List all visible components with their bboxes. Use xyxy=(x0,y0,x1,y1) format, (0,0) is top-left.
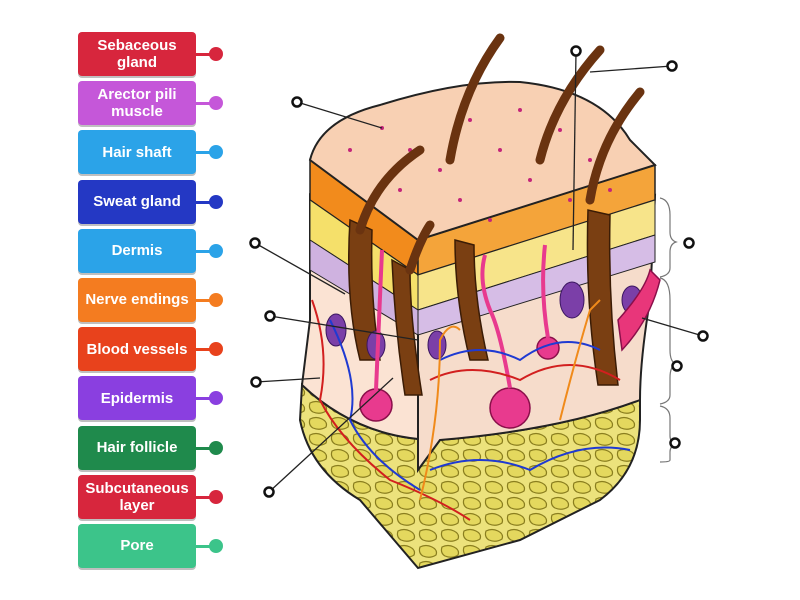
label-hair-follicle[interactable]: Hair follicle xyxy=(78,425,196,470)
label-hair-shaft[interactable]: Hair shaft xyxy=(78,130,196,175)
leader-lines xyxy=(254,51,704,493)
label-row: Dermis xyxy=(78,228,228,273)
hair-shafts xyxy=(355,33,645,275)
label-row: Arector pili muscle xyxy=(78,81,228,126)
label-dermis[interactable]: Dermis xyxy=(78,228,196,273)
label-pin[interactable] xyxy=(209,194,223,209)
drop-target-3[interactable] xyxy=(291,96,303,108)
label-connector xyxy=(196,348,216,352)
blood-vessels xyxy=(311,299,631,521)
label-connector xyxy=(196,446,216,450)
label-pin[interactable] xyxy=(209,342,223,357)
label-pin[interactable] xyxy=(209,96,223,111)
drop-target-6[interactable] xyxy=(264,310,276,322)
label-connector xyxy=(196,249,216,253)
layer-brackets xyxy=(659,197,678,463)
label-row: Hair shaft xyxy=(78,130,228,175)
label-row: Subcutaneous layer xyxy=(78,474,228,519)
label-sweat-gland[interactable]: Sweat gland xyxy=(78,179,196,224)
label-connector xyxy=(196,495,216,499)
label-connector xyxy=(196,544,216,548)
label-pin[interactable] xyxy=(209,47,223,61)
sweat-ducts xyxy=(374,244,550,391)
label-pin[interactable] xyxy=(209,440,223,455)
label-pore[interactable]: Pore xyxy=(78,523,196,568)
drop-target-8[interactable] xyxy=(671,360,683,372)
label-pin[interactable] xyxy=(209,145,223,160)
drop-target-7[interactable] xyxy=(697,330,709,342)
label-pin[interactable] xyxy=(209,292,223,307)
drop-target-5[interactable] xyxy=(683,237,695,249)
label-subcutaneous-layer[interactable]: Subcutaneous layer xyxy=(78,474,196,519)
label-pin[interactable] xyxy=(209,489,223,504)
label-pin[interactable] xyxy=(209,391,223,406)
skin-surface xyxy=(308,80,657,242)
label-row: Hair follicle xyxy=(78,425,228,470)
label-row: Epidermis xyxy=(78,376,228,421)
label-epidermis[interactable]: Epidermis xyxy=(78,376,196,421)
nerve-endings xyxy=(419,299,601,501)
drop-target-11[interactable] xyxy=(263,486,275,498)
hair-follicles xyxy=(348,209,619,396)
label-connector xyxy=(196,53,216,56)
label-row: Pore xyxy=(78,523,228,568)
label-row: Sebaceous gland xyxy=(78,32,228,76)
drop-target-1[interactable] xyxy=(570,45,582,57)
drop-target-10[interactable] xyxy=(669,437,681,449)
label-connector xyxy=(196,200,216,204)
arector-pili-muscle xyxy=(617,268,661,352)
label-pin[interactable] xyxy=(209,243,223,258)
drop-target-2[interactable] xyxy=(666,60,678,72)
label-connector xyxy=(196,102,216,106)
sweat-glands xyxy=(359,336,560,429)
label-connector xyxy=(196,298,216,302)
label-arector-pili-muscle[interactable]: Arector pili muscle xyxy=(78,81,196,126)
label-connector xyxy=(196,151,216,155)
drop-target-9[interactable] xyxy=(250,376,262,388)
label-row: Sweat gland xyxy=(78,179,228,224)
label-bank: Sebaceous gland Arector pili muscle Hair… xyxy=(78,32,228,573)
label-pin[interactable] xyxy=(209,538,223,553)
label-nerve-endings[interactable]: Nerve endings xyxy=(78,277,196,322)
label-row: Nerve endings xyxy=(78,277,228,322)
label-blood-vessels[interactable]: Blood vessels xyxy=(78,327,196,372)
label-connector xyxy=(196,397,216,401)
drop-target-4[interactable] xyxy=(249,237,261,249)
label-row: Blood vessels xyxy=(78,327,228,372)
label-sebaceous-gland[interactable]: Sebaceous gland xyxy=(78,32,196,76)
